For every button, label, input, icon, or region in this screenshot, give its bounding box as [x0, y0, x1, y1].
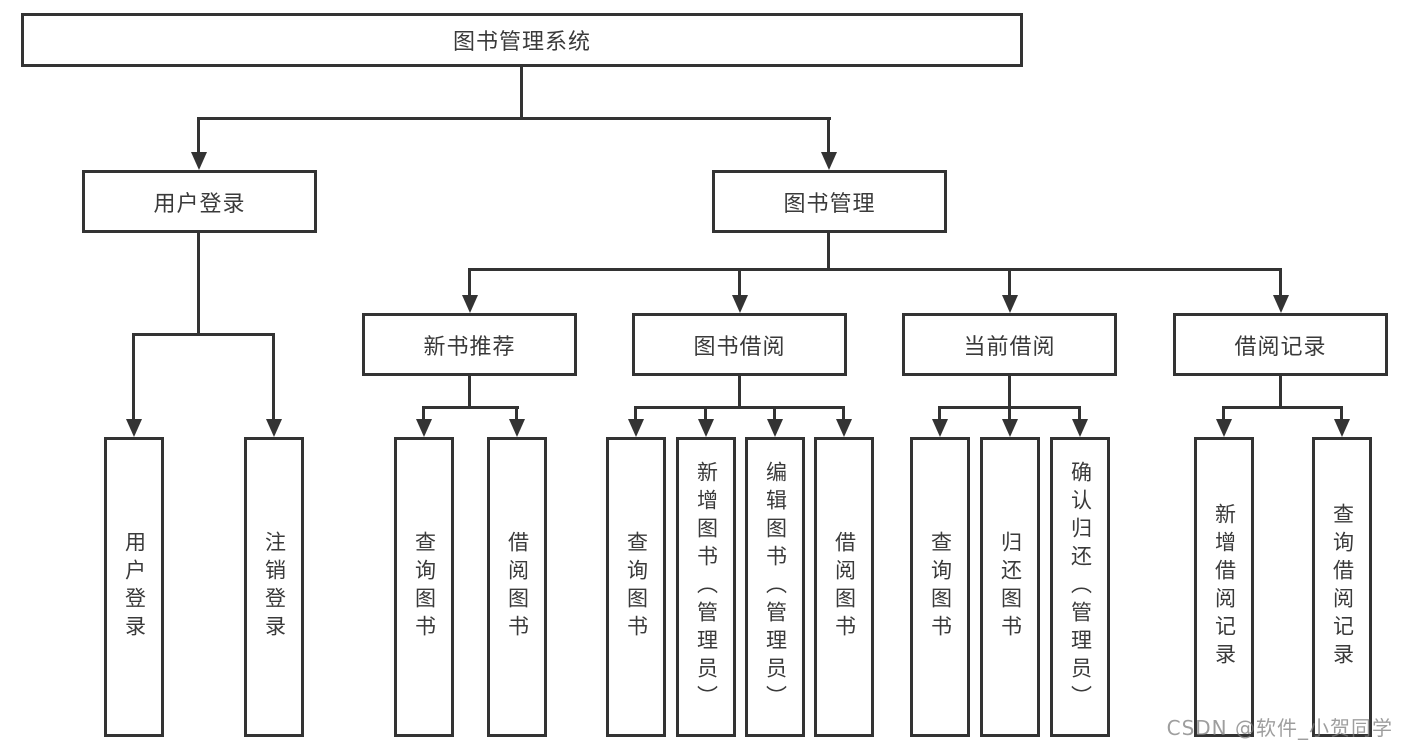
- connector-line: [773, 407, 776, 421]
- leaf-recommend-query-books-label: 查询图书: [412, 531, 437, 643]
- arrow-down-icon: [416, 419, 432, 437]
- connector-line: [132, 333, 275, 336]
- arrow-down-icon: [191, 152, 207, 170]
- arrow-down-icon: [836, 419, 852, 437]
- connector-line: [634, 407, 637, 421]
- connector-line: [1008, 407, 1011, 421]
- leaf-borrow-books-label: 借阅图书: [832, 531, 857, 643]
- leaf-add-borrow-record-label: 新增借阅记录: [1212, 503, 1237, 671]
- arrow-down-icon: [628, 419, 644, 437]
- arrow-down-icon: [1072, 419, 1088, 437]
- arrow-down-icon: [932, 419, 948, 437]
- connector-line: [738, 269, 741, 297]
- arrow-down-icon: [1334, 419, 1350, 437]
- node-borrow-records: 借阅记录: [1173, 313, 1388, 376]
- connector-line: [1008, 269, 1011, 297]
- connector-line: [634, 406, 845, 409]
- leaf-borrow-query-books: 查询图书: [606, 437, 666, 737]
- connector-line: [197, 233, 200, 335]
- arrow-down-icon: [821, 152, 837, 170]
- connector-line: [704, 407, 707, 421]
- leaf-edit-book-admin-label: 编辑图书（管理员）: [763, 461, 788, 713]
- node-library-system: 图书管理系统: [21, 13, 1023, 67]
- arrow-down-icon: [1216, 419, 1232, 437]
- connector-line: [197, 118, 200, 154]
- connector-line: [1279, 376, 1282, 408]
- arrow-down-icon: [509, 419, 525, 437]
- leaf-user-login-label: 用户登录: [122, 531, 147, 643]
- leaf-return-books-label: 归还图书: [998, 531, 1023, 643]
- arrow-down-icon: [266, 419, 282, 437]
- connector-line: [468, 376, 471, 408]
- node-library-system-label: 图书管理系统: [452, 30, 591, 55]
- leaf-logout-label: 注销登录: [262, 531, 287, 643]
- node-borrow-records-label: 借阅记录: [1234, 334, 1327, 360]
- node-current-borrow-label: 当前借阅: [963, 334, 1056, 360]
- leaf-user-login: 用户登录: [104, 437, 164, 737]
- leaf-query-borrow-record-label: 查询借阅记录: [1330, 503, 1355, 671]
- connector-line: [515, 407, 518, 421]
- connector-line: [197, 117, 831, 120]
- leaf-current-query-books: 查询图书: [910, 437, 970, 737]
- leaf-recommend-query-books: 查询图书: [394, 437, 454, 737]
- connector-line: [827, 233, 830, 270]
- node-book-borrow-label: 图书借阅: [693, 334, 786, 360]
- arrow-down-icon: [767, 419, 783, 437]
- connector-line: [1222, 407, 1225, 421]
- arrow-down-icon: [1273, 295, 1289, 313]
- leaf-add-borrow-record: 新增借阅记录: [1194, 437, 1254, 737]
- connector-line: [1222, 406, 1343, 409]
- arrow-down-icon: [1002, 295, 1018, 313]
- connector-line: [520, 67, 523, 119]
- leaf-add-book-admin-label: 新增图书（管理员）: [694, 461, 719, 713]
- leaf-query-borrow-record: 查询借阅记录: [1312, 437, 1372, 737]
- leaf-recommend-borrow-books: 借阅图书: [487, 437, 547, 737]
- leaf-confirm-return-admin-label: 确认归还（管理员）: [1068, 461, 1093, 713]
- leaf-confirm-return-admin: 确认归还（管理员）: [1050, 437, 1110, 737]
- leaf-logout: 注销登录: [244, 437, 304, 737]
- node-new-book-recommend: 新书推荐: [362, 313, 577, 376]
- node-book-management-label: 图书管理: [783, 191, 876, 217]
- arrow-down-icon: [698, 419, 714, 437]
- arrow-down-icon: [462, 295, 478, 313]
- connector-line: [272, 334, 275, 421]
- connector-line: [468, 268, 1282, 271]
- node-user-login: 用户登录: [82, 170, 317, 233]
- arrow-down-icon: [126, 419, 142, 437]
- arrow-down-icon: [1002, 419, 1018, 437]
- node-current-borrow: 当前借阅: [902, 313, 1117, 376]
- connector-line: [468, 269, 471, 297]
- node-user-login-label: 用户登录: [153, 191, 246, 217]
- leaf-return-books: 归还图书: [980, 437, 1040, 737]
- watermark: CSDN @软件_小贺同学: [1166, 716, 1393, 740]
- connector-line: [422, 406, 519, 409]
- leaf-add-book-admin: 新增图书（管理员）: [676, 437, 736, 737]
- leaf-borrow-query-books-label: 查询图书: [624, 531, 649, 643]
- connector-line: [1078, 407, 1081, 421]
- connector-line: [1008, 376, 1011, 408]
- connector-line: [132, 334, 135, 421]
- connector-line: [422, 407, 425, 421]
- node-book-borrow: 图书借阅: [632, 313, 847, 376]
- arrow-down-icon: [732, 295, 748, 313]
- connector-line: [1279, 269, 1282, 297]
- leaf-borrow-books: 借阅图书: [814, 437, 874, 737]
- connector-line: [1340, 407, 1343, 421]
- leaf-edit-book-admin: 编辑图书（管理员）: [745, 437, 805, 737]
- connector-line: [842, 407, 845, 421]
- node-book-management: 图书管理: [712, 170, 947, 233]
- node-new-book-recommend-label: 新书推荐: [423, 334, 516, 360]
- leaf-recommend-borrow-books-label: 借阅图书: [505, 531, 530, 643]
- leaf-current-query-books-label: 查询图书: [928, 531, 953, 643]
- connector-line: [938, 407, 941, 421]
- connector-line: [827, 118, 830, 154]
- connector-line: [738, 376, 741, 408]
